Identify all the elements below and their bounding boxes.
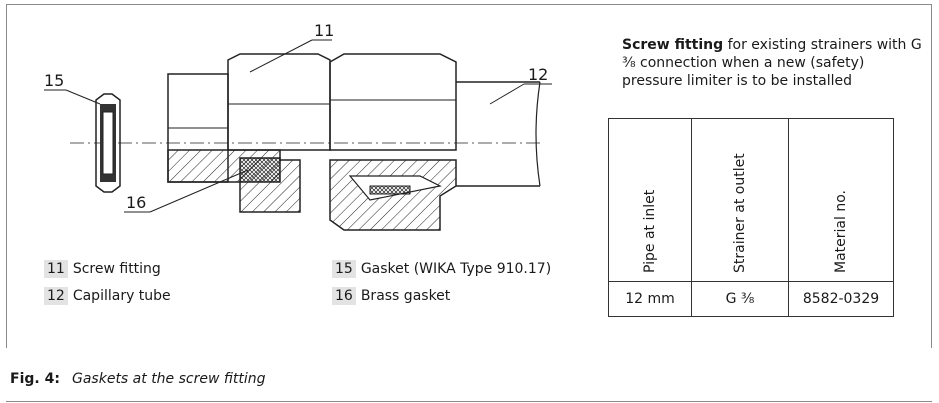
legend-label: Screw fitting bbox=[72, 261, 161, 277]
legend-label: Brass gasket bbox=[360, 288, 451, 304]
legend-label: Capillary tube bbox=[72, 288, 171, 304]
fitting-description: Screw fitting for existing strainers wit… bbox=[622, 36, 922, 90]
callout-11: 11 bbox=[249, 21, 334, 73]
table-header-cell: Pipe at inlet bbox=[608, 118, 692, 282]
callout-12: 12 bbox=[489, 65, 552, 105]
frame-bottom-rule bbox=[6, 401, 932, 402]
callout-16-label: 16 bbox=[126, 193, 146, 212]
description-bold: Screw fitting bbox=[622, 37, 724, 53]
legend-number: 15 bbox=[332, 260, 356, 278]
legend-number: 11 bbox=[44, 260, 68, 278]
frame-top-rule bbox=[6, 4, 932, 5]
legend-label: Gasket (WIKA Type 910.17) bbox=[360, 261, 552, 277]
screw-fitting-drawing: 11 12 15 16 bbox=[44, 21, 552, 231]
legend-number: 16 bbox=[332, 287, 356, 305]
table-header-cell: Strainer at outlet bbox=[691, 118, 789, 282]
table-row: 12 mm G ³⁄₈ 8582-0329 bbox=[608, 281, 894, 317]
callout-15-label: 15 bbox=[44, 71, 64, 90]
table-header-cell: Material no. bbox=[788, 118, 894, 282]
callout-12-label: 12 bbox=[528, 65, 548, 84]
figure-caption: Fig. 4: Gaskets at the screw fitting bbox=[10, 371, 266, 387]
gasket-15-shape bbox=[95, 93, 121, 193]
frame-right-rule bbox=[931, 4, 932, 348]
description-text: for existing strainers with G ³⁄₈ connec… bbox=[622, 37, 922, 89]
callout-11-label: 11 bbox=[314, 21, 334, 40]
caption-label: Fig. 4: bbox=[10, 371, 60, 387]
legend-number: 12 bbox=[44, 287, 68, 305]
callout-15: 15 bbox=[44, 71, 101, 105]
fitting-body bbox=[167, 53, 541, 231]
frame-left-rule bbox=[6, 4, 7, 348]
table-cell: 8582-0329 bbox=[788, 281, 894, 317]
callout-16: 16 bbox=[124, 169, 249, 213]
material-table: Pipe at inlet Strainer at outlet Materia… bbox=[608, 118, 894, 317]
caption-text: Gaskets at the screw fitting bbox=[72, 371, 266, 387]
table-cell: G ³⁄₈ bbox=[691, 281, 789, 317]
table-cell: 12 mm bbox=[608, 281, 692, 317]
table-header-row: Pipe at inlet Strainer at outlet Materia… bbox=[608, 118, 894, 282]
